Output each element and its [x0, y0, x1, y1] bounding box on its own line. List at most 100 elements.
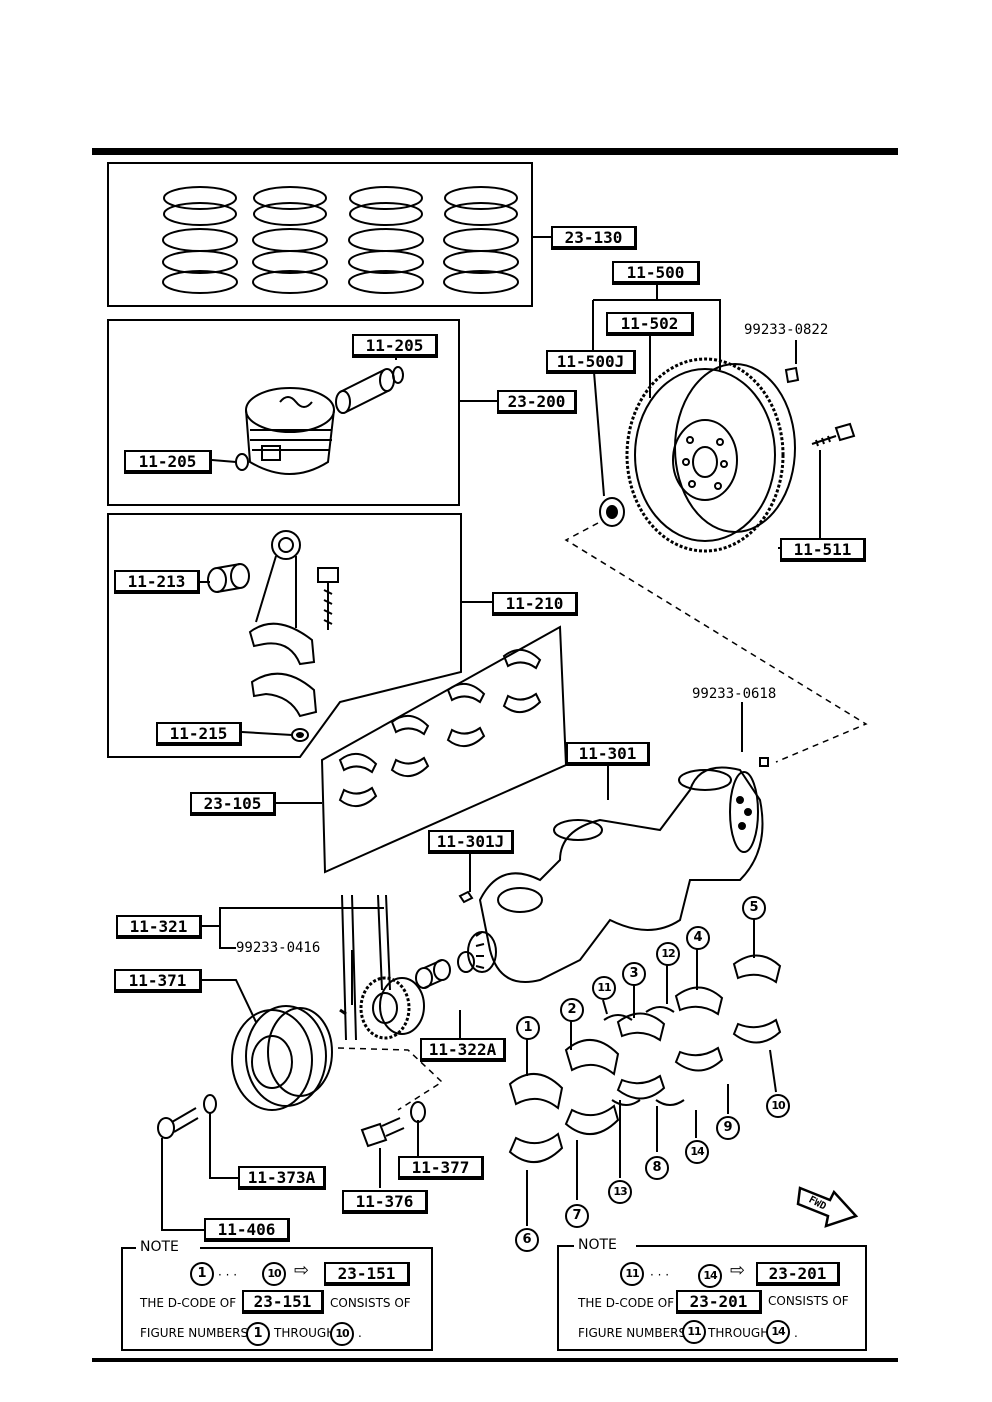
- pin-clip-left: [235, 453, 249, 471]
- fig-number-4: 4: [686, 926, 710, 950]
- rod-cap: [250, 672, 318, 718]
- fig-number-10: 10: [766, 1094, 790, 1118]
- label-11-511[interactable]: 11-511: [780, 538, 866, 562]
- label-11-502[interactable]: 11-502: [606, 312, 694, 336]
- crank-key: [458, 890, 474, 904]
- label-11-406[interactable]: 11-406: [204, 1218, 290, 1242]
- label-11-371[interactable]: 11-371: [114, 969, 202, 993]
- note-left-line2-a: FIGURE NUMBERS: [140, 1326, 249, 1340]
- flywheel-bolt: [811, 422, 856, 447]
- label-11-301J[interactable]: 11-301J: [428, 830, 514, 854]
- fig-number-12: 12: [656, 942, 680, 966]
- washer-377: [410, 1101, 426, 1123]
- note-left-line2-start: 1: [246, 1322, 270, 1346]
- fig-number-1: 1: [516, 1016, 540, 1040]
- note-right-line1-a: THE D-CODE OF: [578, 1296, 675, 1310]
- note-left-line2-end: 10: [330, 1322, 354, 1346]
- label-11-376[interactable]: 11-376: [342, 1190, 428, 1214]
- label-11-500J[interactable]: 11-500J: [546, 350, 636, 374]
- thrust-washers: [603, 1006, 685, 1106]
- bearing-9: [674, 1046, 724, 1072]
- flywheel-dowel: [784, 366, 800, 384]
- rod-body: [248, 530, 316, 666]
- bearing-8: [616, 1074, 666, 1100]
- fig-number-7: 7: [565, 1204, 589, 1228]
- note-right-line2-start: 11: [682, 1320, 706, 1344]
- label-99233-0618[interactable]: 99233-0618: [692, 686, 777, 702]
- piston-pin: [335, 368, 395, 414]
- label-23-130[interactable]: 23-130: [551, 226, 637, 250]
- ring-set-1: [162, 186, 238, 294]
- fig-number-14: 14: [685, 1140, 709, 1164]
- rod-nut: [291, 728, 309, 742]
- crankshaft-group: [457, 702, 769, 983]
- label-11-322A[interactable]: 11-322A: [420, 1038, 506, 1062]
- conrod-group: [107, 513, 492, 758]
- note-right-line2-mid: THROUGH: [708, 1326, 770, 1340]
- label-11-377[interactable]: 11-377: [398, 1156, 484, 1180]
- bearing-7: [564, 1104, 620, 1136]
- bearing-10: [732, 1018, 782, 1044]
- spacer: [415, 959, 451, 989]
- label-11-215[interactable]: 11-215: [156, 722, 242, 746]
- bottom-rule: [92, 1358, 898, 1362]
- pulley-bolt: [360, 1117, 405, 1148]
- label-11-213[interactable]: 11-213: [114, 570, 200, 594]
- label-11-301[interactable]: 11-301: [566, 742, 650, 766]
- note-left-arrow-icon: ⇨: [294, 1260, 310, 1281]
- note-right-arrow-icon: ⇨: [730, 1260, 746, 1281]
- note-right-line2-tail: .: [794, 1326, 798, 1340]
- bearing-2: [564, 1038, 620, 1076]
- label-11-373A[interactable]: 11-373A: [238, 1166, 326, 1190]
- note-right-line2-end: 14: [766, 1320, 790, 1344]
- note-left-line2-tail: .: [358, 1326, 362, 1340]
- note-left-start: 1: [190, 1262, 214, 1286]
- bearing-5: [732, 954, 782, 984]
- label-11-205-left[interactable]: 11-205: [124, 450, 212, 474]
- label-11-210[interactable]: 11-210: [492, 592, 578, 616]
- label-11-205-top[interactable]: 11-205: [352, 334, 438, 358]
- top-rule: [92, 148, 898, 155]
- crank-dowel: [759, 757, 769, 767]
- rod-bushing: [207, 563, 250, 593]
- main-bearings-group: [508, 918, 782, 1226]
- crank-pulley: [231, 1005, 333, 1111]
- fig-number-9: 9: [716, 1116, 740, 1140]
- note-right-line1-b: CONSISTS OF: [768, 1294, 849, 1308]
- note-left-box: [121, 1247, 433, 1351]
- note-left-dots: · · ·: [218, 1268, 238, 1282]
- fig-number-5: 5: [742, 896, 766, 920]
- crank-front-gear: [457, 931, 497, 973]
- note-right-line1-code[interactable]: 23-201: [676, 1290, 762, 1314]
- label-11-500[interactable]: 11-500: [612, 261, 700, 285]
- rod-bolt: [317, 567, 339, 630]
- note-right-code[interactable]: 23-201: [756, 1262, 840, 1286]
- ring-set-3: [348, 186, 424, 294]
- note-right-end: 14: [698, 1264, 722, 1288]
- pulley-washer: [203, 1094, 217, 1114]
- fig-number-3: 3: [622, 962, 646, 986]
- label-11-321[interactable]: 11-321: [116, 915, 202, 939]
- note-right-title: NOTE: [578, 1237, 617, 1253]
- note-left-line2-mid: THROUGH: [274, 1326, 336, 1340]
- note-left-code[interactable]: 23-151: [324, 1262, 410, 1286]
- note-right-box: [557, 1245, 867, 1351]
- fig-number-8: 8: [645, 1156, 669, 1180]
- label-99233-0822[interactable]: 99233-0822: [744, 322, 829, 338]
- rod-bearings-group: [276, 625, 568, 874]
- bearing-1: [508, 1072, 564, 1110]
- label-99233-0416[interactable]: 99233-0416: [236, 940, 321, 956]
- fig-number-2: 2: [560, 998, 584, 1022]
- label-23-105[interactable]: 23-105: [190, 792, 276, 816]
- note-left-line1-b: CONSISTS OF: [330, 1296, 411, 1310]
- pilot-bearing: [599, 497, 625, 527]
- note-left-line1-code[interactable]: 23-151: [242, 1290, 324, 1314]
- note-right-dots: · · ·: [650, 1268, 670, 1282]
- fig-number-6: 6: [515, 1228, 539, 1252]
- flywheel-group: [564, 285, 868, 763]
- label-23-200[interactable]: 23-200: [497, 390, 577, 414]
- piston-body: [245, 387, 335, 475]
- ring-set-4: [443, 186, 519, 294]
- note-left-end: 10: [262, 1262, 286, 1286]
